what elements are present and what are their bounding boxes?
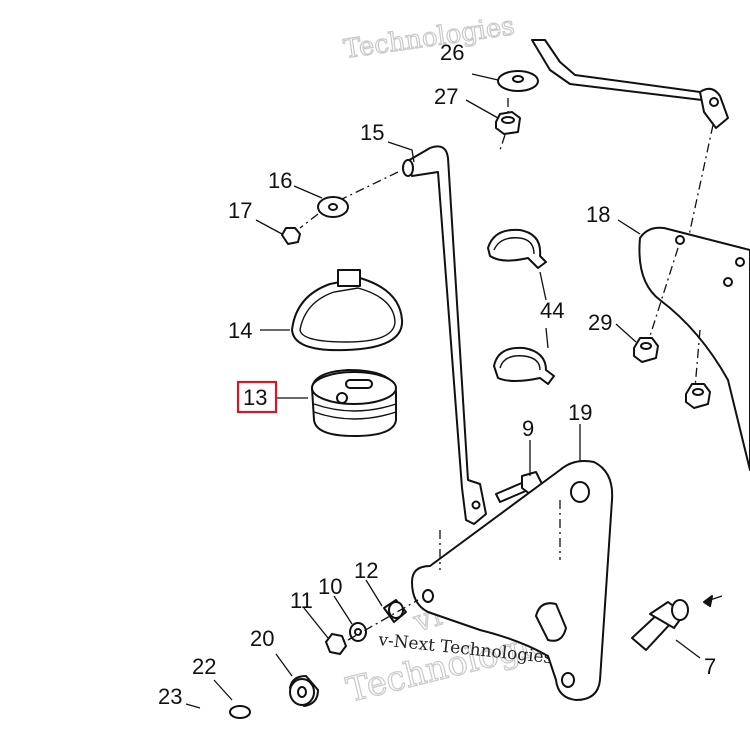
callout-11: 11	[290, 588, 313, 613]
part-11-nut	[325, 633, 347, 655]
callout-44: 44	[540, 298, 564, 323]
callout-27: 27	[434, 84, 458, 109]
part-27-nut	[495, 111, 521, 135]
part-18-bracket	[638, 226, 750, 471]
callout-19: 19	[568, 400, 592, 425]
callout-13-highlight-box	[236, 380, 278, 414]
watermark-logo-top: Technologies	[342, 11, 517, 65]
part-13-grommet	[311, 369, 397, 437]
part-10-washer	[349, 622, 367, 642]
part-22-washer	[229, 705, 251, 719]
callout-13: 13	[243, 385, 267, 410]
part-19-plate	[411, 460, 614, 701]
part-29-nut-b	[685, 383, 711, 409]
callout-18: 18	[586, 202, 610, 227]
part-44-bracket-upper	[487, 228, 547, 269]
part-14-band-clamp	[291, 269, 404, 352]
callout-16: 16	[268, 168, 292, 193]
callout-17: 17	[228, 198, 252, 223]
part-29-nut-a	[633, 337, 659, 363]
callout-29: 29	[588, 310, 612, 335]
part-44-bracket-lower	[493, 346, 555, 385]
callout-10: 10	[318, 574, 342, 599]
callout-23: 23	[158, 684, 182, 709]
part-15-rod	[402, 145, 487, 525]
part-26-washer	[497, 70, 539, 92]
callout-26: 26	[440, 40, 464, 65]
callout-22: 22	[192, 654, 216, 679]
part-17-nut	[281, 227, 301, 245]
callout-9: 9	[522, 416, 534, 441]
part-20-bushing	[289, 675, 319, 707]
part-16-washer	[317, 196, 349, 218]
callout-14: 14	[228, 318, 252, 343]
callout-12: 12	[354, 558, 378, 583]
callout-7: 7	[704, 654, 716, 679]
part-12-bushing	[383, 599, 407, 623]
part-7-pin	[631, 599, 689, 651]
upper-link-rod	[531, 39, 729, 129]
callout-15: 15	[360, 120, 384, 145]
callout-20: 20	[250, 626, 274, 651]
